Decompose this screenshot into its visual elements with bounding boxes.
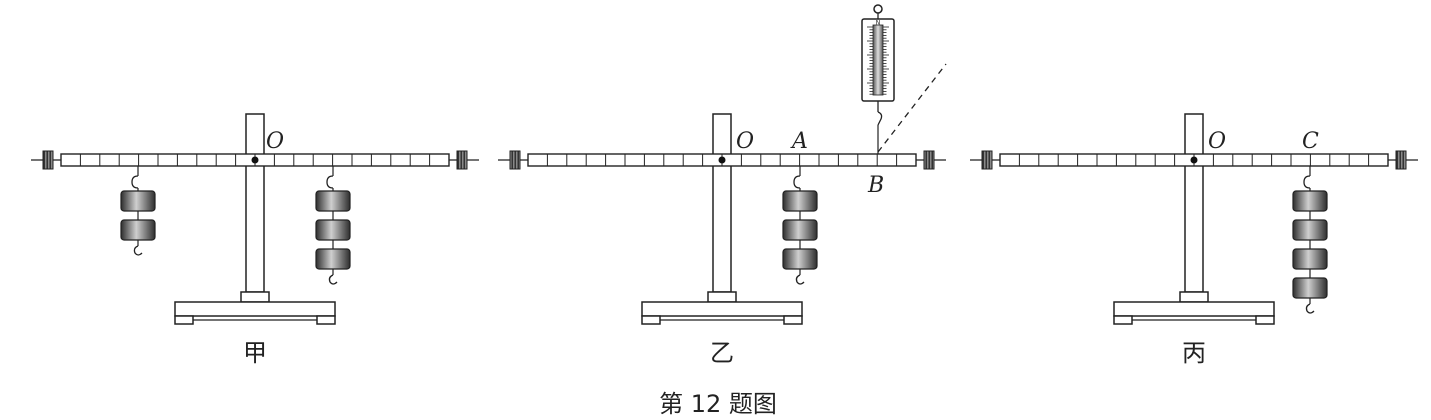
stand-base: [174, 301, 336, 317]
bottom-hook: [328, 274, 338, 285]
stand-base: [1113, 301, 1275, 317]
stand-foot: [783, 315, 803, 325]
stand: [1113, 113, 1275, 325]
stand-foot: [316, 315, 336, 325]
point-label-a: A: [790, 129, 808, 154]
hook-weight: [1292, 248, 1328, 270]
stand-collar: [707, 291, 737, 303]
hook-weight: [120, 219, 156, 241]
stand-post: [1184, 113, 1204, 293]
panel-caption: 甲: [243, 339, 267, 367]
scale-spring: [872, 24, 884, 96]
stand: [641, 113, 803, 325]
stand-collar: [1179, 291, 1209, 303]
stand-foot: [1255, 315, 1275, 325]
pivot-label: O: [266, 129, 284, 154]
right-weight-stack: [1292, 166, 1328, 314]
hook-weight: [315, 190, 351, 212]
panel-caption: 乙: [710, 339, 734, 367]
stand: [174, 113, 336, 325]
right-weight-stack: [782, 166, 818, 285]
scale-unit-label: N: [876, 20, 881, 27]
pivot-point: [1190, 156, 1198, 164]
balance-nut-right: [1395, 150, 1407, 170]
hook-weight: [315, 219, 351, 241]
stand-base: [641, 301, 803, 317]
hook-weight: [315, 248, 351, 270]
pivot-label: O: [1208, 129, 1226, 154]
bottom-hook: [1305, 303, 1315, 314]
hook: [131, 175, 139, 189]
hook-weight: [782, 248, 818, 270]
hook: [793, 175, 801, 189]
stand-collar: [240, 291, 270, 303]
pivot-point: [251, 156, 259, 164]
stand-foot: [174, 315, 194, 325]
point-label-c: C: [1302, 129, 1319, 154]
left-weight-stack: [120, 166, 156, 256]
panel-jia: O甲: [31, 113, 479, 367]
scale-hook: [877, 111, 883, 126]
hook-weight: [1292, 277, 1328, 299]
balance-nut-right: [923, 150, 935, 170]
balance-nut-left: [509, 150, 521, 170]
hook-weight: [1292, 190, 1328, 212]
hook: [1303, 175, 1311, 189]
pivot-label: O: [736, 129, 754, 154]
panel-bing: O C 丙: [970, 113, 1418, 367]
stand-post: [245, 113, 265, 293]
scale-ring: [873, 4, 883, 14]
spring-scale: [861, 4, 895, 154]
hook: [326, 175, 334, 189]
panel-caption: 丙: [1182, 339, 1206, 367]
lever-bar: [970, 150, 1418, 170]
balance-nut-left: [42, 150, 54, 170]
dashed-pull-direction: [877, 63, 947, 153]
point-label-b: B: [867, 173, 884, 198]
hook-weight: [120, 190, 156, 212]
panel-yi: N O A B 乙: [498, 4, 947, 367]
hook-weight: [782, 219, 818, 241]
right-weight-stack: [315, 166, 351, 285]
figure-title: 第 12 题图: [659, 390, 777, 418]
bottom-hook: [795, 274, 805, 285]
stand-post: [712, 113, 732, 293]
stand-foot: [1113, 315, 1133, 325]
hook-weight: [782, 190, 818, 212]
balance-nut-left: [981, 150, 993, 170]
balance-nut-right: [456, 150, 468, 170]
pivot-point: [718, 156, 726, 164]
bottom-hook: [133, 245, 143, 256]
stand-foot: [641, 315, 661, 325]
hook-weight: [1292, 219, 1328, 241]
